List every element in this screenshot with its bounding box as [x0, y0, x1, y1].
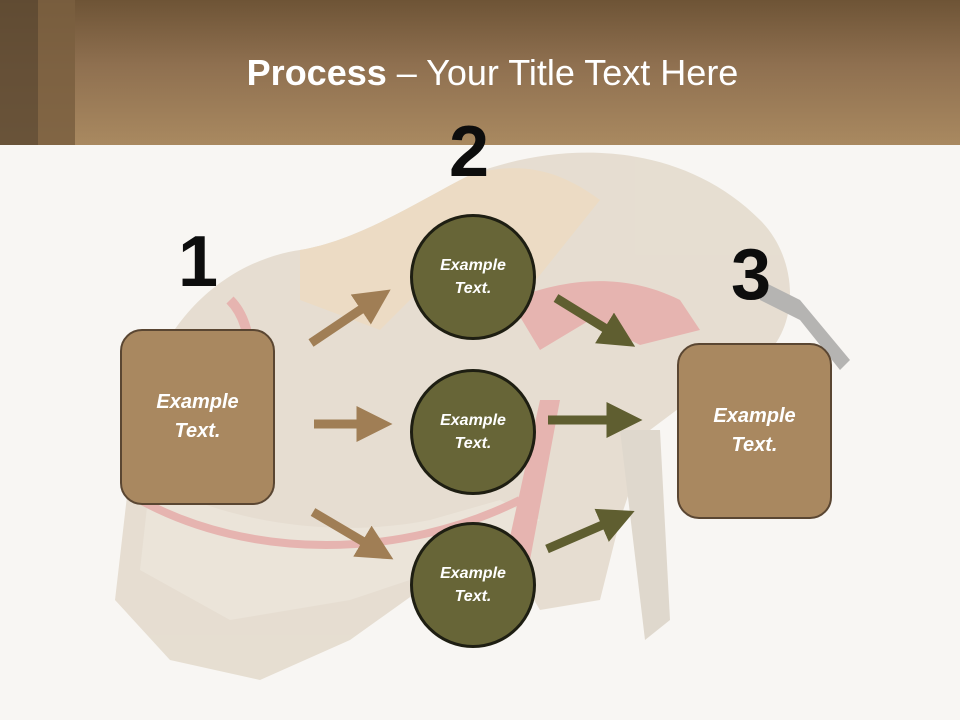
title-rest: – Your Title Text Here — [386, 52, 739, 93]
step-3-text: Example Text. — [713, 405, 796, 456]
step-2-circle-bottom: Example Text. — [410, 522, 536, 648]
step-number-3: 3 — [731, 235, 772, 315]
arrow-1-to-bottom — [310, 508, 394, 560]
step-number-2: 2 — [449, 112, 490, 192]
arrow-top-to-3 — [553, 294, 636, 347]
circle-top-text: Example Text. — [440, 257, 506, 297]
step-1-box: Example Text. — [120, 329, 275, 505]
title-bar: Process – Your Title Text Here — [0, 0, 960, 145]
slide-title: Process – Your Title Text Here — [0, 52, 960, 94]
circle-middle-text: Example Text. — [440, 412, 506, 452]
header-stripe-light — [38, 0, 75, 145]
step-3-box: Example Text. — [677, 343, 832, 519]
step-2-circle-middle: Example Text. — [410, 369, 536, 495]
step-1-text: Example Text. — [156, 391, 239, 442]
step-number-1: 1 — [178, 222, 219, 302]
step-2-circle-top: Example Text. — [410, 214, 536, 340]
arrow-bottom-to-3 — [545, 508, 635, 554]
title-bold: Process — [246, 52, 387, 93]
arrow-1-to-top — [308, 289, 391, 347]
circle-bottom-text: Example Text. — [440, 565, 506, 605]
header-stripe-dark — [0, 0, 38, 145]
